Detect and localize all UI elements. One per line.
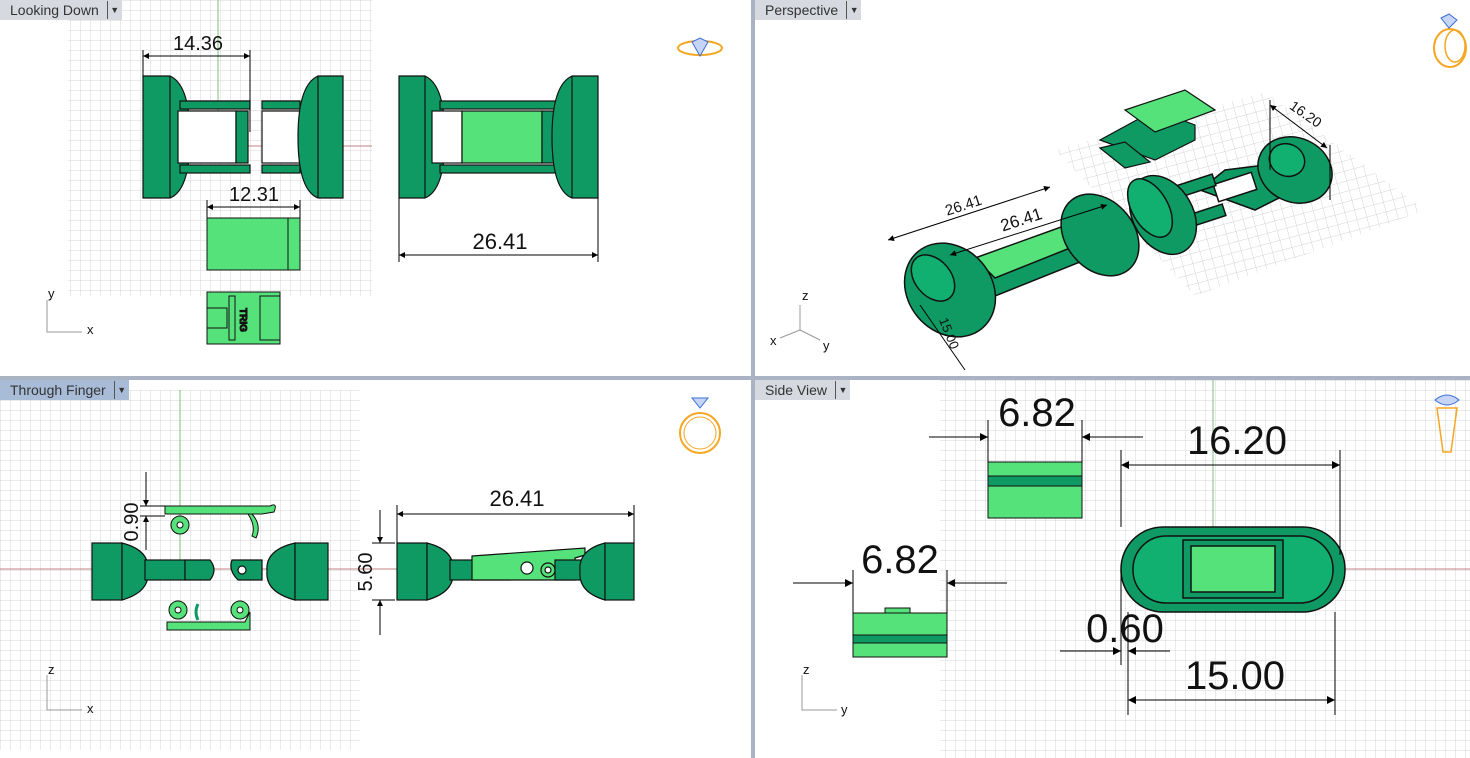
dimension-6-82-lower: 6.82 [793,538,1007,613]
svg-text:14.36: 14.36 [173,33,223,55]
ring-side-icon[interactable] [1434,394,1460,453]
assembled-shank-top[interactable] [398,75,599,199]
axis-triad: z y [801,662,848,717]
viewport-title: Through Finger [10,382,106,398]
svg-text:z: z [48,662,55,677]
clasp-part[interactable]: TRIG [206,291,281,345]
svg-text:z: z [803,662,810,677]
viewport-perspective[interactable]: 26.41 26.41 16.20 15.00 z x y [755,0,1470,376]
axis-triad: y x [46,286,94,337]
dimension-12-31: 12.31 [206,184,301,218]
svg-text:12.31: 12.31 [229,184,279,206]
svg-text:x: x [87,701,94,716]
middle-shank-part[interactable] [1116,164,1227,267]
dimension-15-00: 15.00 [1127,612,1336,715]
caret-down-icon[interactable]: ▼ [846,1,861,19]
dimension-26-41: 26.41 [396,486,635,543]
svg-text:6.82: 6.82 [861,538,939,582]
svg-text:16.20: 16.20 [1187,419,1287,463]
svg-text:5.60: 5.60 [355,553,377,592]
dimension-0-90: 0.90 [121,472,165,550]
viewport-through-finger[interactable]: 0.90 5.60 26.41 z x [0,380,751,758]
shank-part-top[interactable] [142,75,344,199]
caret-down-icon[interactable]: ▼ [106,1,122,19]
svg-text:0.60: 0.60 [1086,607,1164,651]
caret-down-icon[interactable]: ▼ [835,381,850,399]
svg-text:TRIG: TRIG [237,308,248,332]
viewport-canvas[interactable]: 6.82 16.20 6.82 0.60 [755,380,1470,758]
ring-top-icon[interactable] [677,37,723,58]
svg-text:0.90: 0.90 [121,503,143,542]
clasp-part-side[interactable] [987,461,1083,519]
dimension-0-60: 0.60 [1060,570,1170,665]
svg-text:y: y [823,338,830,353]
svg-text:26.41: 26.41 [489,486,544,511]
viewport-canvas[interactable]: 26.41 26.41 16.20 15.00 z x y [755,0,1470,376]
viewport-looking-down[interactable]: 14.36 12.31 TRIG [0,0,751,376]
caret-down-icon[interactable]: ▼ [113,381,129,399]
ring-perspective-icon[interactable] [1433,13,1467,68]
svg-text:26.41: 26.41 [472,229,527,254]
ring-front-icon[interactable] [679,397,721,454]
axis-triad: z x y [770,288,830,353]
viewport-title: Perspective [765,2,839,18]
upper-clip-part[interactable] [164,504,276,539]
svg-text:x: x [770,333,777,348]
shank-part-front[interactable] [91,542,329,601]
svg-text:z: z [802,288,809,303]
viewport-title: Side View [765,382,828,398]
top-plate-part[interactable] [1098,89,1217,169]
viewport-side-view[interactable]: 6.82 16.20 6.82 0.60 [755,380,1470,758]
viewport-canvas[interactable]: 0.90 5.60 26.41 z x [0,380,751,758]
top-plate-part[interactable] [206,217,301,271]
assembled-shank-front[interactable] [396,542,635,601]
viewport-canvas[interactable]: 14.36 12.31 TRIG [0,0,751,376]
lower-clip-part[interactable] [166,600,251,631]
dimension-14-36: 14.36 [142,33,251,132]
viewport-tab[interactable]: Through Finger ▼ [0,380,129,400]
assembled-shank-part[interactable] [886,179,1155,356]
dimension-16-20: 16.20 [1120,419,1341,555]
axis-triad: z x [46,662,94,716]
svg-text:26.41: 26.41 [998,204,1044,235]
viewport-tab[interactable]: Perspective ▼ [755,0,862,20]
svg-text:6.82: 6.82 [998,391,1076,435]
top-plate-part-side[interactable] [852,607,948,658]
dimension-6-82-upper: 6.82 [929,391,1143,462]
svg-text:y: y [48,286,55,301]
svg-text:x: x [87,322,94,337]
svg-text:15.00: 15.00 [1185,654,1285,698]
shank-cap-side[interactable] [1120,526,1346,613]
viewport-title: Looking Down [10,2,99,18]
dimension-5-60: 5.60 [355,510,395,635]
viewport-tab[interactable]: Side View ▼ [755,380,851,400]
dimension-26-41: 26.41 [398,198,599,262]
viewport-tab[interactable]: Looking Down ▼ [0,0,122,20]
svg-text:y: y [841,702,848,717]
